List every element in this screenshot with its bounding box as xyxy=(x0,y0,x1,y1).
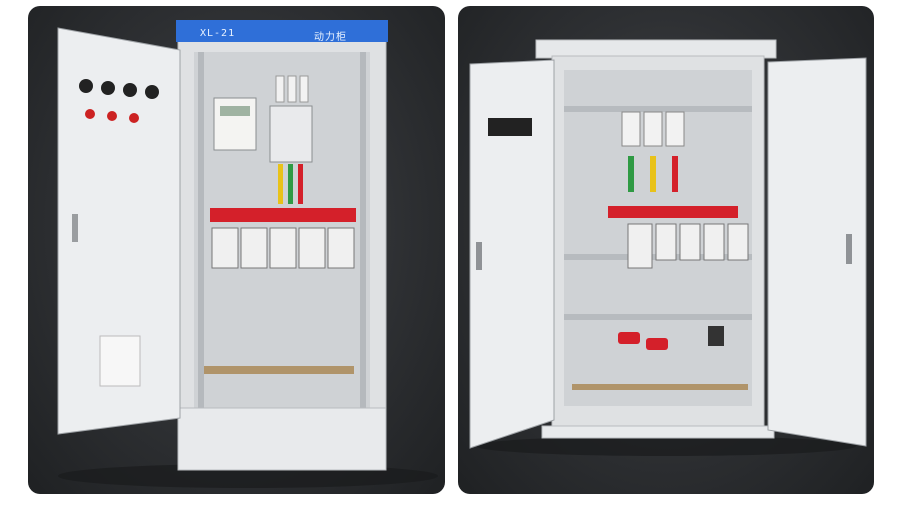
busbar-row xyxy=(210,208,356,222)
model-label: XL-21 xyxy=(200,28,236,39)
energy-meter xyxy=(213,97,257,151)
door-handle xyxy=(846,234,852,264)
right-door xyxy=(767,57,867,447)
main-breaker xyxy=(269,105,313,163)
cabinet-door xyxy=(57,27,181,435)
left-cabinet-drawing xyxy=(57,20,438,488)
left-cabinet-photo: XL-21 动力柜 xyxy=(28,6,445,494)
door-handle xyxy=(72,214,78,242)
busbar-row xyxy=(608,206,738,218)
nameplate xyxy=(176,20,388,42)
right-cabinet-drawing xyxy=(469,39,867,456)
branch-breakers xyxy=(211,227,355,269)
branch-breakers xyxy=(627,223,749,269)
left-door xyxy=(469,59,555,449)
right-cabinet-photo xyxy=(458,6,874,494)
cabinet-type-label: 动力柜 xyxy=(314,32,347,43)
